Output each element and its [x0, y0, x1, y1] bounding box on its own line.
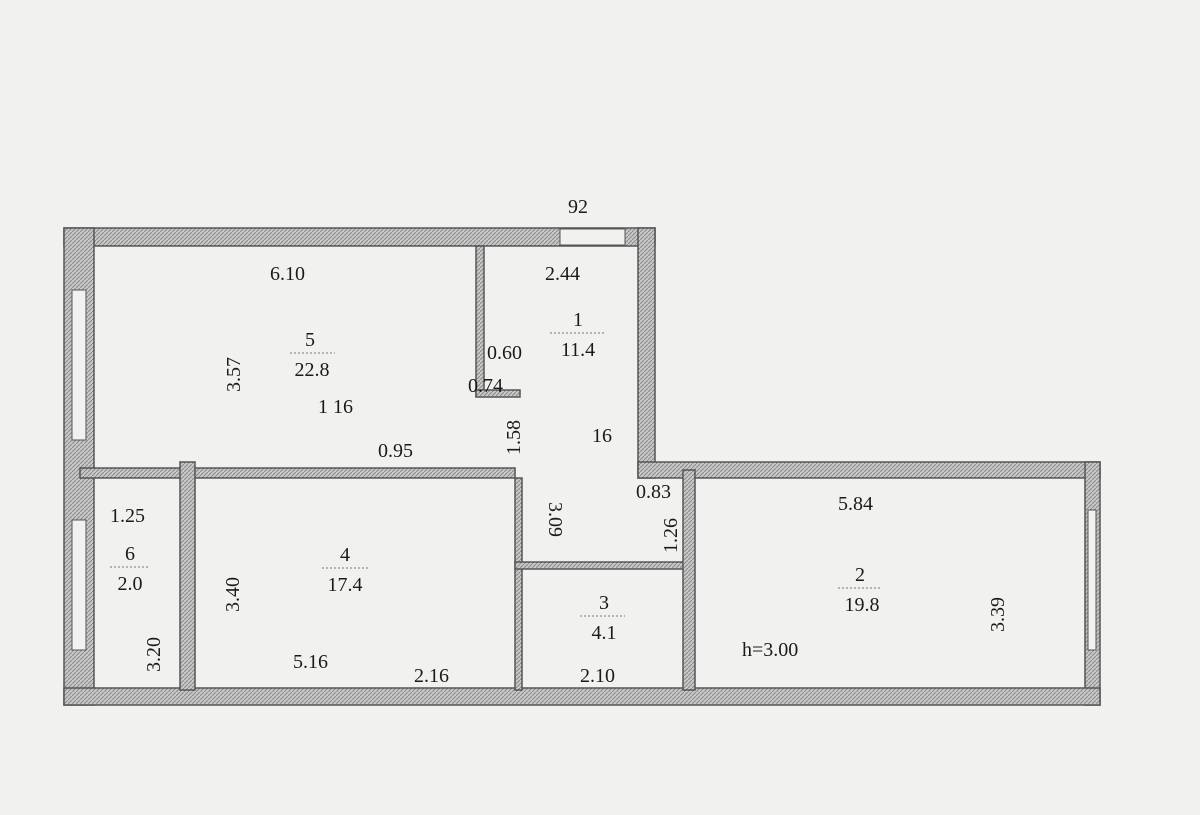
dim-5-16: 5.16: [293, 651, 328, 673]
window-room6: [71, 519, 87, 651]
room-2-number: 2: [855, 564, 865, 586]
dim-2-10: 2.10: [580, 665, 615, 687]
room-6-area: 2.0: [118, 573, 143, 595]
walls: [63, 227, 1101, 706]
dim-3-20: 3.20: [143, 637, 165, 672]
window-room2: [1087, 509, 1097, 651]
dim-3-40: 3.40: [222, 577, 244, 612]
window-room1: [559, 228, 626, 246]
dim-0-83: 0.83: [636, 481, 671, 503]
dim-0-60: 0.60: [487, 342, 522, 364]
dim-92: 92: [568, 196, 588, 218]
ceiling-height: h=3.00: [742, 639, 798, 661]
room-4-area: 17.4: [328, 574, 363, 596]
room-1-number: 1: [573, 309, 583, 331]
wall-bottom: [63, 687, 1101, 706]
dim-1-58: 1.58: [503, 420, 525, 455]
dim-0-74: 0.74: [468, 375, 503, 397]
room-3-area: 4.1: [592, 622, 617, 644]
wall-room6-right: [179, 461, 196, 691]
wall-room5-bottom: [79, 467, 516, 479]
room-5-number: 5: [305, 329, 315, 351]
wall-room4-right: [514, 477, 523, 691]
room-6-number: 6: [125, 543, 135, 565]
dim-2-44: 2.44: [545, 263, 580, 285]
window-room5: [71, 289, 87, 441]
room-labels: 5 22.8 1 11.4 4 17.4 6 2.0 3 4.1 2 19.8 …: [118, 309, 880, 661]
dim-0-95: 0.95: [378, 440, 413, 462]
room-4-number: 4: [340, 544, 350, 566]
windows: [71, 228, 1097, 651]
dimension-labels: 92 2.44 6.10 3.57 1 16 0.60 0.74 1.58 16…: [110, 196, 1009, 687]
dim-1-25: 1.25: [110, 505, 145, 527]
dim-6-10: 6.10: [270, 263, 305, 285]
dim-1-26: 1.26: [660, 518, 682, 553]
wall-partition-stub: [475, 389, 521, 398]
room-2-area: 19.8: [845, 594, 880, 616]
room-1-area: 11.4: [561, 339, 595, 361]
room-3-number: 3: [599, 592, 609, 614]
dim-5-84: 5.84: [838, 493, 873, 515]
wall-room2-top: [637, 461, 1101, 479]
wall-room3-top: [514, 561, 691, 570]
dim-2-16: 2.16: [414, 665, 449, 687]
dim-1-16: 1 16: [318, 396, 353, 418]
wall-room1-right: [637, 227, 656, 479]
room-number-underlines: [110, 332, 880, 617]
wall-room2-left: [682, 469, 696, 691]
dim-3-57: 3.57: [223, 357, 245, 392]
room-5-area: 22.8: [295, 359, 330, 381]
dim-3-39: 3.39: [987, 597, 1009, 632]
wall-partition-5-1: [475, 245, 485, 397]
dim-3-09: 3.09: [544, 502, 566, 537]
dim-16: 16: [592, 425, 612, 447]
